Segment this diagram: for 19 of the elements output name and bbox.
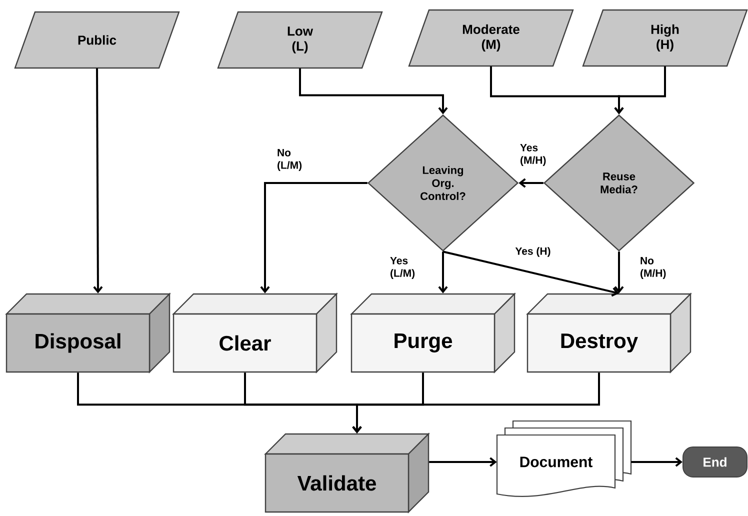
arrow xyxy=(93,68,103,294)
arrow xyxy=(631,457,682,467)
arrow xyxy=(518,178,544,188)
arrow xyxy=(438,252,448,294)
input-parallelogram: Moderate (M) xyxy=(408,9,574,67)
arrow xyxy=(299,68,448,114)
input-parallelogram: High (H) xyxy=(582,9,748,67)
arrow xyxy=(352,372,600,434)
arrow xyxy=(260,182,368,294)
arrow xyxy=(614,252,624,294)
edge-label: No (L/M) xyxy=(276,148,310,172)
arrow xyxy=(442,250,619,297)
edge-label: No (M/H) xyxy=(639,256,675,280)
input-parallelogram: Public xyxy=(14,11,180,69)
input-parallelogram: Low (L) xyxy=(217,11,383,69)
arrow xyxy=(429,457,497,467)
arrow xyxy=(614,66,666,114)
edge-label: Yes (L/M) xyxy=(389,256,425,280)
terminator: End xyxy=(682,446,748,478)
